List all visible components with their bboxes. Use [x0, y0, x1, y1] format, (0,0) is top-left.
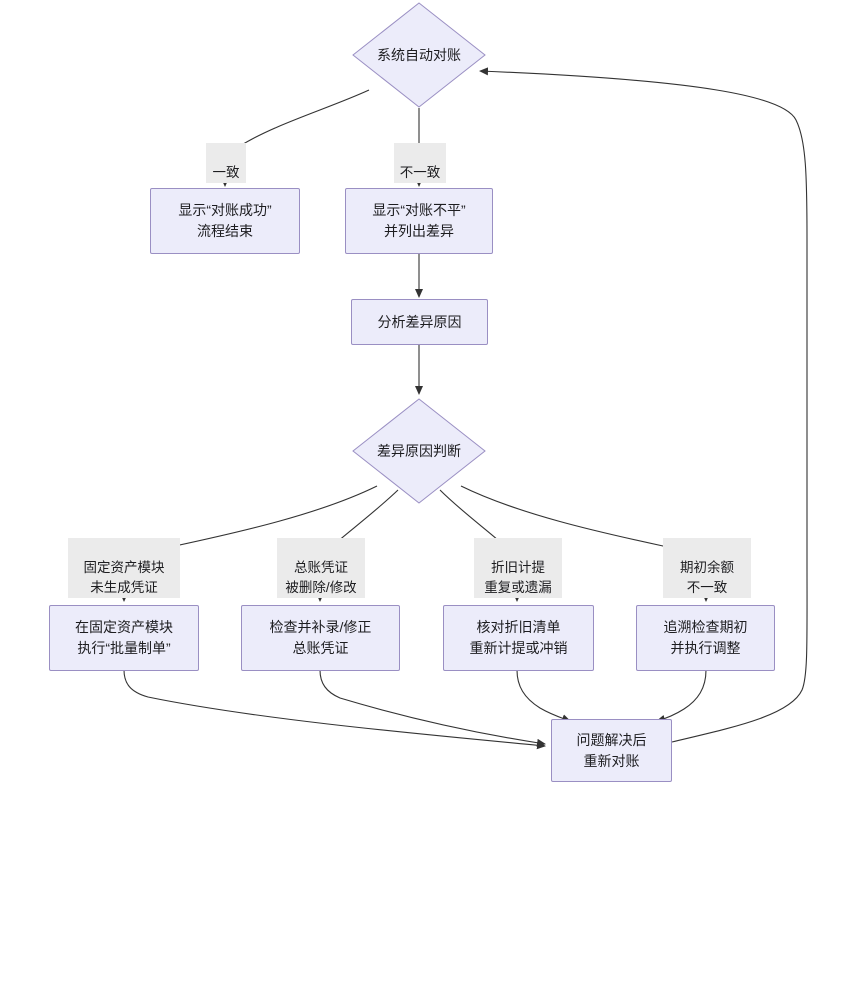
- node-analyze[interactable]: 分析差异原因: [351, 299, 488, 345]
- node-action1[interactable]: 在固定资产模块 执行“批量制单”: [49, 605, 199, 671]
- node-fail[interactable]: 显示“对账不平” 并列出差异: [345, 188, 493, 254]
- edge-label-yizhi: 一致: [206, 143, 246, 183]
- node-action3-label: 核对折旧清单 重新计提或冲销: [469, 619, 568, 656]
- node-analyze-label: 分析差异原因: [377, 313, 462, 330]
- node-fail-label: 显示“对账不平” 并列出差异: [372, 202, 466, 239]
- node-start-label: 系统自动对账: [377, 46, 461, 63]
- diamond-shape: [352, 2, 486, 108]
- edge-action1-recheck: [123, 669, 546, 750]
- edge-label-branch2: 总账凭证 被删除/修改: [277, 538, 365, 598]
- node-judge-label: 差异原因判断: [377, 442, 461, 459]
- edge-start-success: [221, 89, 370, 187]
- edge-action2-recheck: [319, 669, 546, 747]
- diamond-shape: [352, 398, 486, 504]
- node-success-label: 显示“对账成功” 流程结束: [178, 202, 272, 239]
- node-action2-label: 检查并补录/修正 总账凭证: [269, 619, 372, 656]
- node-recheck-label: 问题解决后 重新对账: [576, 731, 647, 769]
- node-action3[interactable]: 核对折旧清单 重新计提或冲销: [443, 605, 594, 671]
- node-action4-label: 追溯检查期初 并执行调整: [663, 619, 748, 656]
- edge-action3-recheck: [516, 669, 571, 722]
- edge-label-branch3: 折旧计提 重复或遗漏: [474, 538, 562, 598]
- node-action4[interactable]: 追溯检查期初 并执行调整: [636, 605, 775, 671]
- edge-label-branch1: 固定资产模块 未生成凭证: [68, 538, 180, 598]
- node-recheck[interactable]: 问题解决后 重新对账: [551, 719, 672, 782]
- edge-action4-recheck: [656, 669, 707, 723]
- node-action1-label: 在固定资产模块 执行“批量制单”: [75, 619, 173, 656]
- node-judge[interactable]: 差异原因判断: [352, 398, 486, 504]
- node-success[interactable]: 显示“对账成功” 流程结束: [150, 188, 300, 254]
- node-action2[interactable]: 检查并补录/修正 总账凭证: [241, 605, 400, 671]
- edge-label-buyizhi: 不一致: [394, 143, 446, 183]
- node-start[interactable]: 系统自动对账: [352, 2, 486, 108]
- edge-label-branch4: 期初余额 不一致: [663, 538, 751, 598]
